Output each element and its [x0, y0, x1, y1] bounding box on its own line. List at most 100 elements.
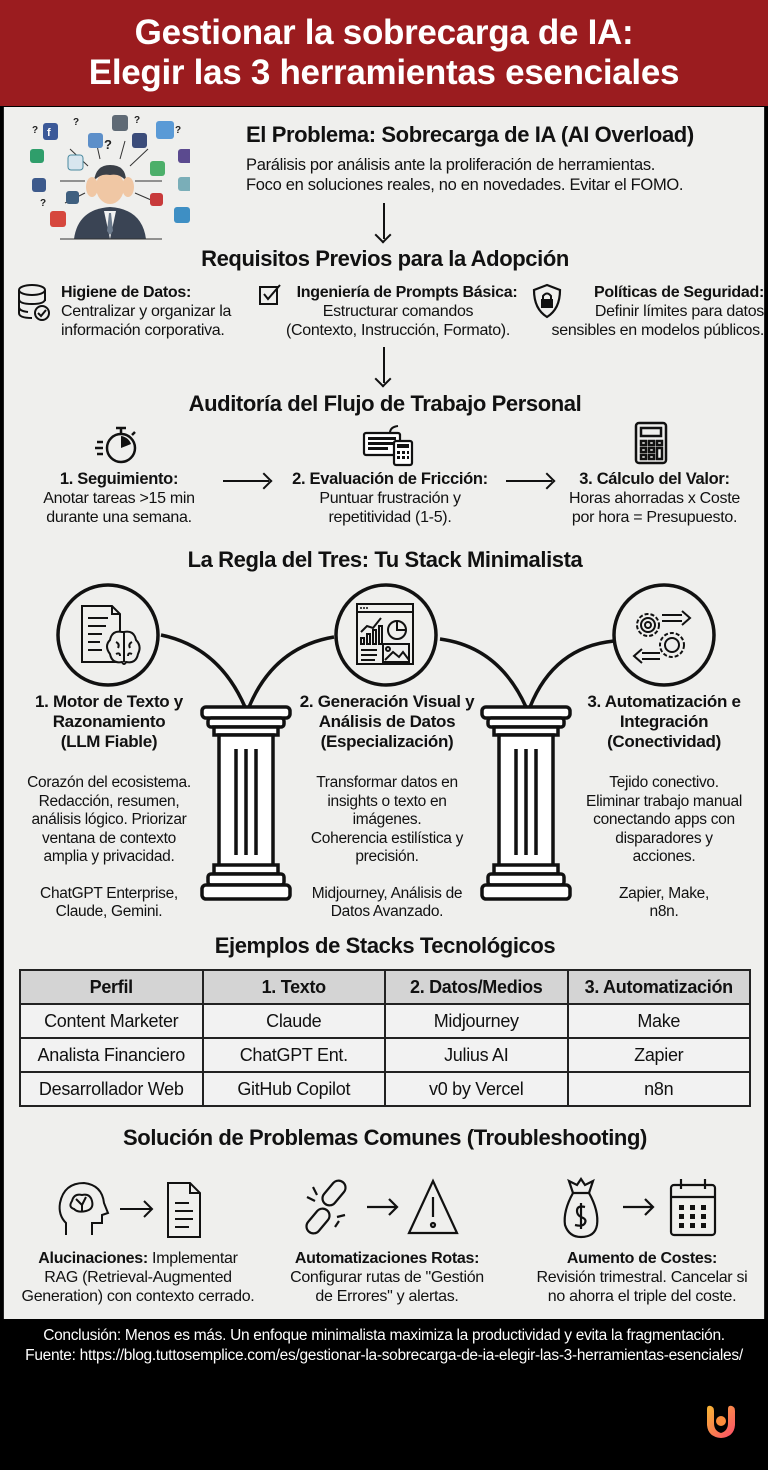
- flow-arrow-right-icon: [506, 480, 552, 482]
- rule-of-three-title: La Regla del Tres: Tu Stack Minimalista: [187, 547, 583, 572]
- pillar-tools-line: n8n.: [649, 903, 679, 920]
- prereq-text: Estructurar comandos: [322, 303, 474, 320]
- calendar-icon: [669, 1183, 717, 1237]
- pillar-body-line: Coherencia estilística y: [310, 829, 464, 847]
- document-icon: [167, 1182, 201, 1238]
- document-brain-icon: [81, 605, 141, 665]
- brand-logo-icon: [707, 1405, 735, 1438]
- troubleshoot-text: RAG (Retrieval-Augmented: [44, 1269, 232, 1286]
- broken-link-icon: [321, 1179, 347, 1207]
- prereq-text: información corporativa.: [61, 322, 225, 339]
- page-header: Gestionar la sobrecarga de IA: Elegir la…: [0, 0, 768, 106]
- pillar-heading: Análisis de Datos: [318, 712, 456, 731]
- pillar-tools: ChatGPT Enterprise, Claude, Gemini.: [14, 885, 204, 922]
- pillar-tools-line: Midjourney, Análisis de: [311, 884, 463, 902]
- prereq-item-data-hygiene: Higiene de Datos: Centralizar y organiza…: [61, 283, 231, 340]
- pillar-heading: 1. Motor de Texto y: [35, 692, 183, 711]
- table-cell: Zapier: [566, 1037, 751, 1073]
- table-row: Desarrollador Web GitHub Copilot v0 by V…: [19, 1071, 751, 1107]
- pillar-heading: (Conectividad): [607, 732, 721, 751]
- conclusion-text: Conclusión: Menos es más. Un enfoque min…: [43, 1327, 725, 1344]
- audit-step-text: Anotar tareas >15 min: [43, 490, 195, 507]
- svg-text:?: ?: [40, 198, 46, 209]
- database-check-icon: [18, 284, 50, 321]
- pillar-body: Transformar datos en insights o texto en…: [289, 774, 485, 867]
- flow-arrow-right-icon: [223, 480, 269, 482]
- svg-text:?: ?: [134, 115, 140, 126]
- table-cell: n8n: [566, 1071, 751, 1107]
- pillar-heading: 2. Generación Visual y: [299, 692, 475, 711]
- troubleshoot-heading: Alucinaciones:: [38, 1250, 148, 1267]
- troubleshoot-text: Revisión trimestral. Cancelar si: [536, 1269, 748, 1286]
- table-cell: v0 by Vercel: [384, 1071, 569, 1107]
- svg-text:?: ?: [32, 125, 38, 136]
- source-link[interactable]: Fuente: https://blog.tuttosemplice.com/e…: [25, 1347, 743, 1364]
- cost-increase-flow-icons: [563, 1177, 717, 1239]
- pillar-automation: 3. Automatización e Integración (Conecti…: [566, 692, 762, 922]
- pillars-diagram: [56, 583, 716, 901]
- problem-desc-line-1: Parálisis por análisis ante la prolifera…: [246, 156, 656, 174]
- stopwatch-icon: [95, 426, 137, 464]
- table-cell: ChatGPT Ent.: [201, 1037, 386, 1073]
- prereq-text: Centralizar y organizar la: [61, 303, 232, 320]
- content-panel: f ??? ?? ?? El Problema: Sobrecarga de I…: [3, 107, 765, 1319]
- troubleshoot-text: Configurar rutas de "Gestión: [290, 1269, 484, 1286]
- troubleshoot-text: de Errores" y alertas.: [315, 1288, 459, 1305]
- footer: Conclusión: Menos es más. Un enfoque min…: [0, 1326, 768, 1366]
- svg-text:?: ?: [73, 117, 79, 128]
- pillar-heading: 3. Automatización e: [587, 692, 741, 711]
- table-cell: Midjourney: [384, 1003, 569, 1039]
- svg-text:?: ?: [175, 125, 181, 136]
- pillar-body-line: precisión.: [355, 848, 419, 865]
- gears-arrows-icon: [632, 610, 692, 664]
- pillar-tools-line: Datos Avanzado.: [330, 903, 444, 920]
- table-cell: GitHub Copilot: [201, 1071, 386, 1107]
- audit-step-text: por hora = Presupuesto.: [571, 509, 738, 526]
- prereq-heading: Higiene de Datos:: [61, 284, 192, 301]
- audit-step-text: Horas ahorradas x Coste: [569, 490, 740, 507]
- prereq-text: Definir límites para datos: [594, 303, 764, 320]
- hallucination-flow-icons: [58, 1181, 201, 1238]
- pillar-body-line: Transformar datos en: [316, 774, 458, 791]
- troubleshoot-heading: Aumento de Costes:: [566, 1250, 718, 1267]
- stacks-table: Perfil 1. Texto 2. Datos/Medios 3. Autom…: [19, 969, 751, 1107]
- prereq-item-security-policies: Políticas de Seguridad: Definir límites …: [532, 283, 768, 340]
- problem-description: Parálisis por análisis ante la prolifera…: [246, 155, 684, 195]
- pillar-body-line: acciones.: [632, 848, 696, 865]
- overwhelmed-person-illustration: f ??? ?? ??: [30, 115, 190, 240]
- pillar-body-line: Tejido conectivo.: [609, 774, 719, 791]
- checkbox-icon: [259, 284, 281, 305]
- dashboard-chart-image-icon: [356, 603, 414, 665]
- table-header-row: Perfil 1. Texto 2. Datos/Medios 3. Autom…: [19, 969, 751, 1005]
- prereq-text: sensibles en modelos públicos.: [551, 322, 765, 339]
- pillar-body-line: Corazón del ecosistema.: [27, 774, 191, 791]
- column-header: 2. Datos/Medios: [384, 969, 569, 1005]
- prereq-heading: Políticas de Seguridad:: [593, 284, 764, 301]
- pillar-text-engine: 1. Motor de Texto y Razonamiento (LLM Fi…: [14, 692, 204, 922]
- warning-triangle-icon: [407, 1178, 459, 1235]
- audit-step-value: 3. Cálculo del Valor: Horas ahorradas x …: [552, 469, 757, 527]
- troubleshoot-hallucinations: Alucinaciones: Implementar RAG (Retrieva…: [10, 1249, 266, 1306]
- title-line-1: Gestionar la sobrecarga de IA:: [134, 13, 634, 52]
- pillar-body-line: Redacción, resumen,: [38, 792, 180, 810]
- pillar-body-line: ventana de contexto: [42, 829, 176, 847]
- troubleshoot-rising-costs: Aumento de Costes: Revisión trimestral. …: [520, 1249, 764, 1306]
- table-cell: Analista Financiero: [19, 1037, 204, 1073]
- prereq-text: (Contexto, Instrucción, Formato).: [286, 322, 510, 339]
- svg-text:?: ?: [104, 137, 112, 152]
- audit-step-text: Puntuar frustración y: [319, 490, 461, 507]
- pillar-tools: Zapier, Make, n8n.: [566, 885, 762, 922]
- table-cell: Content Marketer: [19, 1003, 204, 1039]
- pillar-heading: Razonamiento: [52, 712, 166, 731]
- title-line-2: Elegir las 3 herramientas esenciales: [88, 53, 680, 92]
- pillar-heading: Integración: [619, 712, 709, 731]
- stacks-title: Ejemplos de Stacks Tecnológicos: [214, 933, 556, 958]
- audit-step-heading: 2. Evaluación de Fricción:: [292, 470, 488, 488]
- audit-step-heading: 1. Seguimiento:: [59, 470, 179, 488]
- head-brain-icon: [58, 1181, 110, 1235]
- audit-step-text: durante una semana.: [46, 509, 192, 526]
- prereq-item-prompt-engineering: Ingeniería de Prompts Básica: Estructura…: [268, 283, 528, 340]
- pillar-body-line: imágenes.: [352, 811, 422, 828]
- broken-automation-flow-icons: [305, 1178, 459, 1235]
- troubleshoot-text: Implementar: [147, 1250, 238, 1267]
